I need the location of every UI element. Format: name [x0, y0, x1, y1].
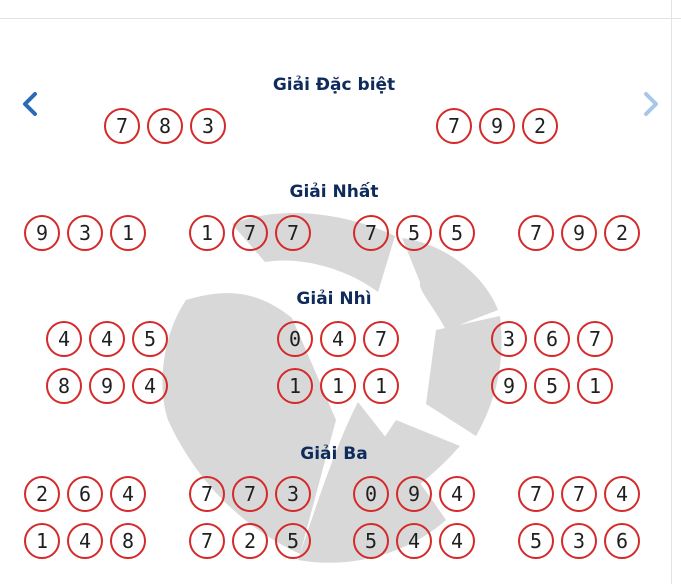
number-ball: 8 — [46, 368, 82, 404]
number-ball: 4 — [439, 523, 475, 559]
number-ball: 4 — [604, 476, 640, 512]
number-ball: 3 — [190, 108, 226, 144]
number-ball: 7 — [363, 321, 399, 357]
number-ball: 4 — [439, 476, 475, 512]
next-button[interactable] — [637, 90, 663, 118]
number-ball: 7 — [577, 321, 613, 357]
number-ball: 2 — [604, 215, 640, 251]
number-ball: 7 — [561, 476, 597, 512]
number-ball: 9 — [479, 108, 515, 144]
number-ball: 2 — [522, 108, 558, 144]
number-ball: 7 — [518, 215, 554, 251]
number-ball: 8 — [147, 108, 183, 144]
number-ball: 1 — [277, 368, 313, 404]
number-ball: 1 — [110, 215, 146, 251]
number-ball: 5 — [518, 523, 554, 559]
number-ball: 4 — [132, 368, 168, 404]
number-ball: 2 — [232, 523, 268, 559]
number-ball: 6 — [604, 523, 640, 559]
number-ball: 3 — [561, 523, 597, 559]
number-ball: 7 — [518, 476, 554, 512]
top-divider — [0, 18, 681, 19]
number-ball: 4 — [396, 523, 432, 559]
prev-button[interactable] — [18, 90, 44, 118]
number-ball: 7 — [104, 108, 140, 144]
number-ball: 1 — [189, 215, 225, 251]
number-ball: 7 — [353, 215, 389, 251]
number-ball: 0 — [353, 476, 389, 512]
number-ball: 1 — [363, 368, 399, 404]
number-ball: 5 — [534, 368, 570, 404]
number-ball: 4 — [320, 321, 356, 357]
number-ball: 4 — [67, 523, 103, 559]
number-ball: 1 — [320, 368, 356, 404]
number-ball: 9 — [491, 368, 527, 404]
number-ball: 3 — [67, 215, 103, 251]
number-ball: 3 — [275, 476, 311, 512]
number-ball: 7 — [189, 523, 225, 559]
prize-title-special: Giải Đặc biệt — [272, 75, 396, 95]
number-ball: 4 — [89, 321, 125, 357]
number-ball: 6 — [534, 321, 570, 357]
number-ball: 8 — [110, 523, 146, 559]
number-ball: 9 — [89, 368, 125, 404]
number-ball: 5 — [132, 321, 168, 357]
number-ball: 7 — [232, 215, 268, 251]
right-divider — [671, 0, 672, 584]
number-ball: 3 — [491, 321, 527, 357]
prize-title-second: Giải Nhì — [296, 289, 372, 309]
number-ball: 4 — [110, 476, 146, 512]
number-ball: 6 — [67, 476, 103, 512]
number-ball: 9 — [561, 215, 597, 251]
number-ball: 5 — [439, 215, 475, 251]
number-ball: 9 — [24, 215, 60, 251]
number-ball: 5 — [275, 523, 311, 559]
number-ball: 7 — [436, 108, 472, 144]
number-ball: 4 — [46, 321, 82, 357]
prize-title-first: Giải Nhất — [289, 182, 379, 202]
number-ball: 1 — [24, 523, 60, 559]
prize-title-third: Giải Ba — [300, 444, 368, 464]
number-ball: 5 — [396, 215, 432, 251]
number-ball: 7 — [232, 476, 268, 512]
number-ball: 9 — [396, 476, 432, 512]
number-ball: 2 — [24, 476, 60, 512]
number-ball: 0 — [277, 321, 313, 357]
number-ball: 7 — [275, 215, 311, 251]
number-ball: 5 — [353, 523, 389, 559]
chevron-left-icon — [23, 92, 37, 116]
chevron-right-icon — [644, 92, 658, 116]
number-ball: 1 — [577, 368, 613, 404]
number-ball: 7 — [189, 476, 225, 512]
